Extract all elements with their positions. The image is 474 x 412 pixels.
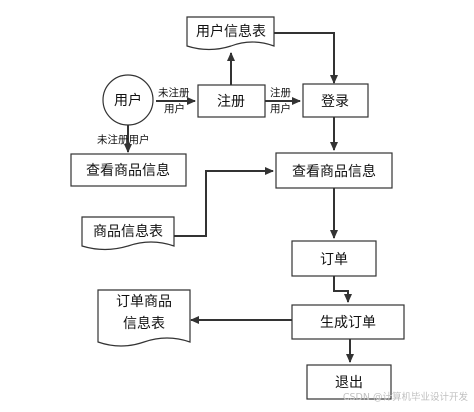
login-node bbox=[302, 83, 369, 118]
login-label: 登录 bbox=[321, 94, 349, 110]
edge-label-unregistered: 未注册 bbox=[158, 86, 190, 99]
view-products-left-label: 查看商品信息 bbox=[86, 162, 170, 179]
edge-label-registered: 注册 bbox=[270, 86, 291, 99]
exit-node bbox=[306, 364, 392, 400]
user-table-node bbox=[186, 16, 275, 51]
edge-label-unregistered-user: 未注册用户 bbox=[97, 133, 150, 146]
edge-user-table-to-login bbox=[274, 32, 338, 84]
order-table-label-line1: 订单商品 bbox=[116, 294, 172, 310]
register-node bbox=[197, 84, 266, 118]
view-products-right-node bbox=[275, 152, 393, 189]
product-table-label: 商品信息表 bbox=[93, 223, 163, 240]
order-table-label-line2: 信息表 bbox=[123, 315, 165, 332]
user-node bbox=[102, 74, 154, 126]
view-products-right-label: 查看商品信息 bbox=[292, 163, 376, 180]
watermark: CSDN @计算机毕业设计开发 bbox=[343, 391, 469, 403]
generate-order-label: 生成订单 bbox=[320, 315, 376, 331]
edge-order-to-gen-order bbox=[333, 276, 352, 303]
view-products-left-node bbox=[70, 153, 187, 187]
order-label: 订单 bbox=[320, 252, 348, 268]
edge-label-user: 用户 bbox=[164, 102, 185, 115]
generate-order-node bbox=[291, 304, 405, 340]
user-table-label: 用户信息表 bbox=[196, 23, 266, 40]
order-node bbox=[291, 240, 377, 277]
product-table-node bbox=[81, 216, 175, 251]
register-label: 注册 bbox=[217, 94, 245, 110]
edge-label-registered-user: 用户 bbox=[270, 102, 291, 115]
edge-product-table-to-view-right bbox=[174, 167, 274, 237]
exit-label: 退出 bbox=[335, 375, 363, 391]
order-table-node bbox=[97, 289, 191, 347]
user-node-label: 用户 bbox=[114, 92, 142, 109]
